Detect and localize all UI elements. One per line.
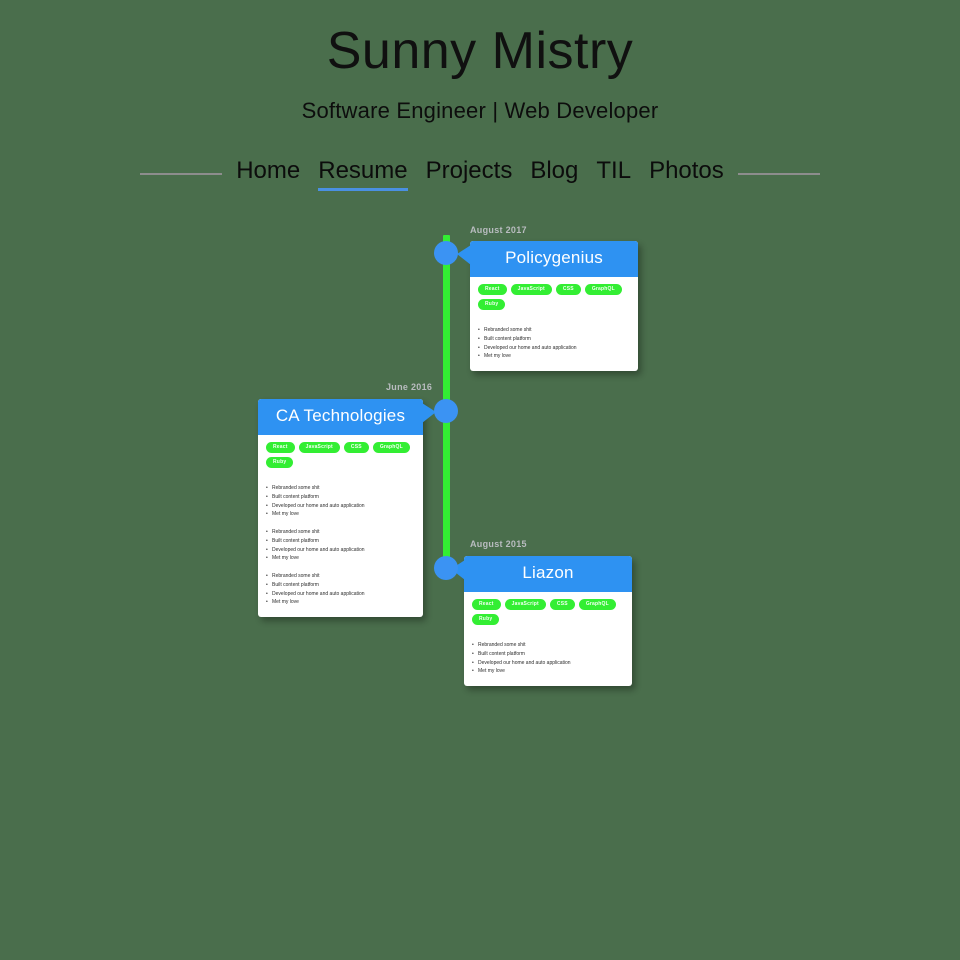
nav-item-resume[interactable]: Resume	[318, 157, 408, 192]
skill-tag: React	[478, 284, 507, 296]
timeline-card-title: Liazon	[451, 556, 632, 593]
bullet-item: Met my love	[266, 598, 415, 607]
bullet-group: Rebranded some shitBuilt content platfor…	[472, 641, 624, 676]
skill-tag: React	[472, 599, 501, 611]
bullet-item: Met my love	[266, 554, 415, 563]
bullet-item: Built content platform	[266, 537, 415, 546]
timeline-date-label: August 2017	[470, 225, 527, 236]
bullet-item: Rebranded some shit	[266, 572, 415, 581]
skill-tag: JavaScript	[298, 442, 340, 454]
timeline-date-label: June 2016	[386, 382, 433, 393]
nav-item-projects[interactable]: Projects	[425, 156, 513, 184]
bullet-item: Met my love	[478, 352, 630, 361]
bullet-list: Rebranded some shitBuilt content platfor…	[266, 528, 415, 563]
nav-item-blog[interactable]: Blog	[530, 156, 579, 184]
bullet-group: Rebranded some shitBuilt content platfor…	[478, 326, 630, 361]
bullet-list: Rebranded some shitBuilt content platfor…	[478, 326, 630, 361]
timeline-dot[interactable]	[434, 399, 458, 424]
bullet-item: Rebranded some shit	[478, 326, 630, 335]
timeline-date-label: August 2015	[470, 539, 527, 550]
bullet-item: Built content platform	[266, 581, 415, 590]
timeline-card-title: CA Technologies	[258, 399, 436, 436]
skill-tag: CSS	[555, 284, 581, 296]
bullet-group: Rebranded some shitBuilt content platfor…	[266, 572, 415, 607]
bullet-item: Built content platform	[472, 650, 624, 659]
skill-tag: JavaScript	[504, 599, 546, 611]
bullet-list: Rebranded some shitBuilt content platfor…	[266, 572, 415, 607]
nav-list: Home Resume Projects Blog TIL Photos	[236, 156, 724, 192]
bullet-item: Built content platform	[266, 493, 415, 502]
bullet-item: Developed our home and auto application	[266, 590, 415, 599]
timeline-dot[interactable]	[434, 241, 458, 266]
page-tagline: Software Engineer | Web Developer	[301, 97, 659, 123]
skill-tag: JavaScript	[510, 284, 552, 296]
bullet-item: Developed our home and auto application	[478, 344, 630, 353]
timeline-dot[interactable]	[434, 556, 458, 581]
skill-tag: GraphQL	[584, 284, 622, 296]
nav-item-til[interactable]: TIL	[596, 156, 632, 184]
bullet-item: Rebranded some shit	[266, 528, 415, 537]
skill-tag: Ruby	[472, 614, 500, 626]
bullet-item: Developed our home and auto application	[266, 546, 415, 555]
bullet-list: Rebranded some shitBuilt content platfor…	[472, 641, 624, 676]
main-nav: Home Resume Projects Blog TIL Photos	[0, 156, 960, 192]
bullet-item: Rebranded some shit	[266, 484, 415, 493]
skill-tag: GraphQL	[578, 599, 616, 611]
skill-tag: Ruby	[266, 457, 294, 469]
skill-tag: Ruby	[478, 299, 506, 311]
bullet-item: Rebranded some shit	[472, 641, 624, 650]
bullet-group: Rebranded some shitBuilt content platfor…	[266, 528, 415, 563]
skill-tag: CSS	[549, 599, 575, 611]
bullet-item: Developed our home and auto application	[266, 502, 415, 511]
skill-tag: CSS	[343, 442, 369, 454]
bullet-list: Rebranded some shitBuilt content platfor…	[266, 484, 415, 519]
nav-rule-left	[140, 173, 223, 176]
page-title: Sunny Mistry	[326, 22, 634, 80]
bullet-item: Met my love	[472, 667, 624, 676]
timeline-card-title: Policygenius	[457, 241, 638, 278]
bullet-group: Rebranded some shitBuilt content platfor…	[266, 484, 415, 519]
nav-item-photos[interactable]: Photos	[649, 156, 724, 184]
bullet-item: Built content platform	[478, 335, 630, 344]
bullet-item: Met my love	[266, 510, 415, 519]
nav-rule-right	[737, 173, 820, 176]
skill-tag: React	[266, 442, 295, 454]
site-header: Sunny Mistry Software Engineer | Web Dev…	[0, 0, 960, 192]
skill-tag: GraphQL	[372, 442, 410, 454]
nav-item-home[interactable]: Home	[236, 156, 301, 184]
bullet-item: Developed our home and auto application	[472, 659, 624, 668]
